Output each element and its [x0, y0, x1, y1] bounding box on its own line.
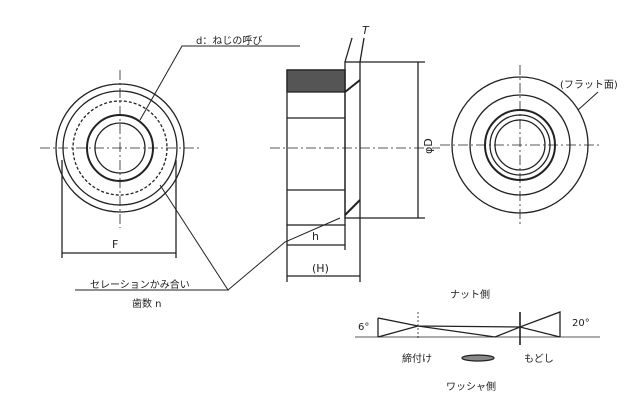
- loosen-label: もどし: [524, 353, 554, 365]
- front-view-serrated: [40, 70, 200, 258]
- tooth-profile: [355, 311, 600, 362]
- angle-left-label: 6°: [358, 322, 369, 333]
- thread-size-label: d：ねじの呼び: [196, 35, 262, 47]
- thickness-label: T: [362, 24, 370, 37]
- washer-side-label: ワッシャ側: [446, 380, 496, 393]
- hex-height-label: h: [312, 230, 319, 243]
- width-across-label: F: [112, 238, 118, 251]
- back-view-flat: [440, 65, 600, 225]
- side-view: [270, 37, 440, 282]
- nut-side-label: ナット側: [450, 288, 490, 301]
- flat-face-label: (フラット面): [560, 79, 618, 91]
- diameter-label: φD: [422, 138, 435, 154]
- tighten-label: 締付け: [402, 352, 432, 365]
- angle-right-label: 20°: [572, 318, 590, 329]
- total-height-label: (H): [312, 262, 329, 275]
- serration-label: セレーションかみ合い: [90, 278, 190, 291]
- teeth-count-label: 歯数 n: [132, 297, 162, 310]
